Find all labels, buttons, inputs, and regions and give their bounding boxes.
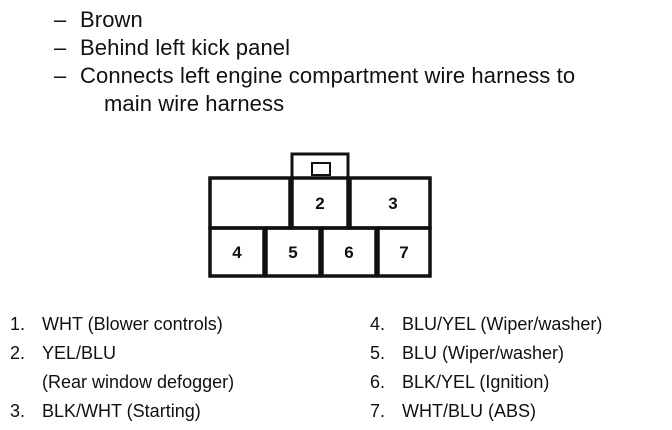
pin-cavity-1 <box>208 176 292 230</box>
info-location: – Behind left kick panel <box>54 34 666 62</box>
legend-item-1: 1. WHT (Blower controls) <box>10 310 234 339</box>
info-function-text: Connects left engine compartment wire ha… <box>80 63 576 88</box>
pin-cavity-7 <box>376 226 432 278</box>
legend-text: WHT/BLU (ABS) <box>402 401 537 421</box>
legend-text: BLK/WHT (Starting) <box>42 401 201 421</box>
pin-label-6: 6 <box>344 243 353 262</box>
bullet-dash: – <box>54 35 67 60</box>
pin-cavity-4 <box>208 226 266 278</box>
pin-legend-right: 4. BLU/YEL (Wiper/washer) 5. BLU (Wiper/… <box>370 310 602 426</box>
pin-label-3: 3 <box>388 194 397 213</box>
legend-item-7: 7. WHT/BLU (ABS) <box>370 397 602 426</box>
connector-diagram: 2 3 4 5 6 7 <box>208 152 432 278</box>
legend-number: 3. <box>10 401 26 421</box>
legend-text: YEL/BLU <box>42 343 117 363</box>
legend-subtext: (Rear window defogger) <box>42 372 235 392</box>
pin-cavity-5 <box>264 226 322 278</box>
bullet-dash: – <box>54 7 67 32</box>
legend-number: 5. <box>370 343 386 363</box>
info-function: – Connects left engine compartment wire … <box>54 62 666 90</box>
info-color: – Brown <box>54 6 666 34</box>
connector-info-list: – Brown – Behind left kick panel – Conne… <box>54 6 666 118</box>
legend-text: WHT (Blower controls) <box>42 314 223 334</box>
legend-number: 7. <box>370 401 386 421</box>
legend-text: BLK/YEL (Ignition) <box>402 372 550 392</box>
legend-text: BLU (Wiper/washer) <box>402 343 565 363</box>
legend-number: 2. <box>10 343 26 363</box>
legend-item-2: 2. YEL/BLU (Rear window defogger) <box>10 339 234 397</box>
legend-item-4: 4. BLU/YEL (Wiper/washer) <box>370 310 602 339</box>
legend-item-6: 6. BLK/YEL (Ignition) <box>370 368 602 397</box>
pin-label-7: 7 <box>399 243 408 262</box>
pin-label-5: 5 <box>288 243 297 262</box>
info-function-continuation: main wire harness <box>54 90 666 118</box>
connector-lock-tab-inner <box>311 162 331 176</box>
legend-item-5: 5. BLU (Wiper/washer) <box>370 339 602 368</box>
info-function-continuation-text: main wire harness <box>104 91 285 116</box>
legend-number: 6. <box>370 372 386 392</box>
pin-cavity-6 <box>320 226 378 278</box>
legend-number: 4. <box>370 314 386 334</box>
info-location-text: Behind left kick panel <box>80 35 291 60</box>
legend-item-3: 3. BLK/WHT (Starting) <box>10 397 234 426</box>
bullet-dash: – <box>54 63 67 88</box>
pin-label-4: 4 <box>232 243 242 262</box>
info-color-text: Brown <box>80 7 143 32</box>
legend-text: BLU/YEL (Wiper/washer) <box>402 314 603 334</box>
legend-number: 1. <box>10 314 26 334</box>
pin-label-2: 2 <box>315 194 324 213</box>
pin-legend-left: 1. WHT (Blower controls) 2. YEL/BLU (Rea… <box>10 310 234 426</box>
